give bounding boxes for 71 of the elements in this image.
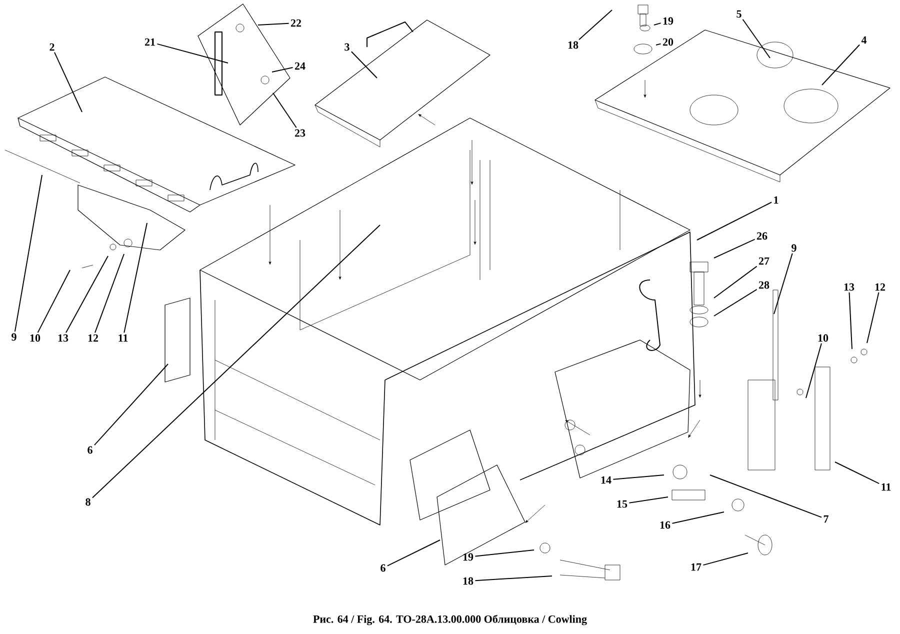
leader-line	[272, 92, 297, 128]
leader-line	[806, 342, 822, 398]
callout-number: 15	[617, 500, 628, 508]
leader-line	[834, 462, 880, 484]
leader-line	[258, 22, 290, 26]
callout-number: 18	[568, 41, 578, 49]
caption: Рис. 64 / Fig. 64. ТО-28А.13.00.000 Облицовка / Cowling	[313, 614, 587, 626]
leader-line	[654, 22, 662, 26]
leader-line	[822, 44, 860, 86]
leader-line	[628, 496, 668, 504]
leader-line	[702, 552, 748, 566]
callout-number: 8	[86, 498, 90, 506]
callout-number: 23	[294, 129, 306, 137]
leader-line	[14, 174, 42, 332]
leader-line	[54, 52, 82, 112]
leader-line	[672, 512, 724, 524]
callout-number: 9	[792, 244, 796, 252]
callout-number: 6	[380, 564, 386, 572]
callout-number: 12	[88, 334, 98, 342]
leader-line	[774, 252, 793, 314]
callout-number: 21	[144, 38, 155, 46]
leader-line	[37, 270, 70, 334]
callout-number: 2	[50, 43, 54, 51]
callout-number: 13	[58, 334, 68, 342]
callout-number: 10	[30, 334, 40, 342]
callout-number: 19	[463, 553, 474, 561]
callout-number: 10	[818, 334, 828, 342]
callout-number: 22	[290, 19, 302, 27]
leader-line	[92, 224, 380, 498]
leader-line	[94, 254, 124, 334]
leader-line	[386, 540, 440, 566]
callout-number: 16	[660, 521, 670, 529]
callout-number: 14	[601, 476, 612, 484]
callout-number: 5	[736, 10, 742, 18]
callout-number: 9	[12, 333, 16, 341]
leader-line	[272, 67, 294, 72]
callout-number: 26	[756, 232, 768, 240]
leader-line	[714, 288, 758, 316]
leader-line	[578, 10, 612, 40]
callout-number: 27	[758, 257, 770, 265]
leader-line	[742, 18, 770, 58]
leader-line	[710, 474, 822, 518]
leader-line	[696, 202, 772, 240]
callout-number: 18	[463, 577, 474, 585]
callout-number: 12	[875, 283, 886, 291]
leader-line	[714, 266, 758, 298]
callout-number: 4	[861, 36, 867, 44]
callout-number: 3	[344, 43, 350, 51]
callout-number: 24	[294, 62, 306, 70]
callout-number: 11	[118, 334, 128, 342]
callout-number: 6	[88, 446, 92, 454]
callout-number: 20	[662, 38, 674, 46]
callout-number: 1	[774, 196, 778, 204]
leader-line	[866, 292, 880, 344]
leader-line	[156, 43, 228, 64]
leader-line	[474, 550, 534, 557]
callout-number: 17	[691, 563, 702, 571]
leader-line	[474, 576, 552, 582]
callout-number: 11	[882, 483, 891, 491]
leader-line	[848, 292, 852, 350]
leader-line	[124, 222, 148, 334]
callout-number: 7	[824, 515, 828, 523]
callout-number: 28	[758, 281, 770, 289]
callout-number: 19	[663, 17, 674, 25]
leader-line	[612, 474, 664, 480]
leader-line	[65, 256, 108, 334]
callout-number: 13	[844, 283, 854, 291]
leader-line	[350, 51, 378, 78]
leader-line	[656, 43, 662, 46]
leader-line	[94, 364, 168, 446]
leader-line	[714, 238, 756, 258]
